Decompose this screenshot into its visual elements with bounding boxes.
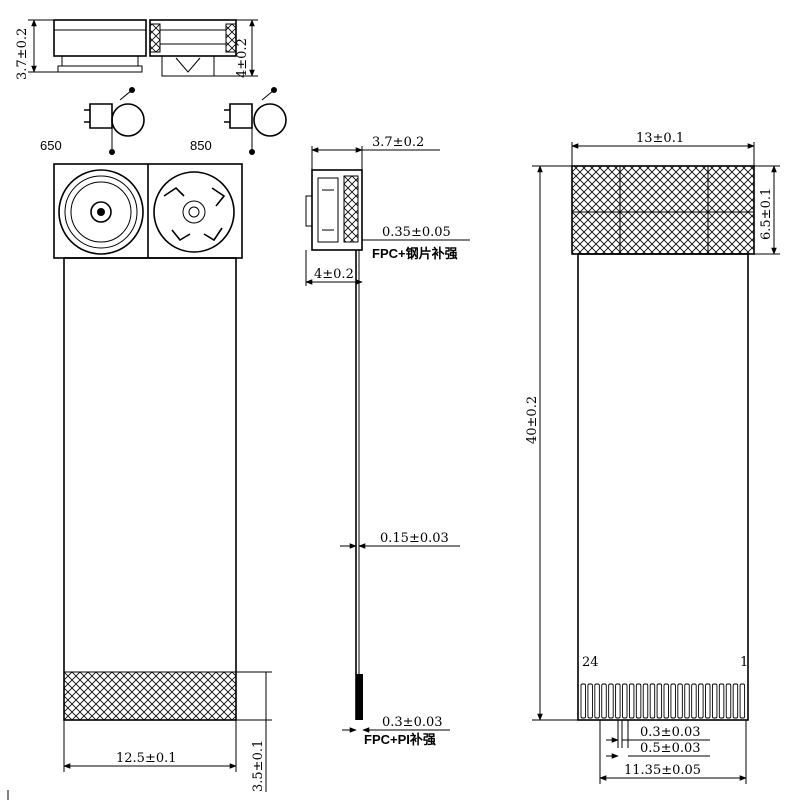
dim-side-fpc: 0.15±0.03 xyxy=(380,531,449,546)
back-gold-fingers xyxy=(580,683,746,719)
gold-finger xyxy=(684,683,690,719)
dim-side-stiffener: 0.35±0.05 xyxy=(382,225,451,240)
lens-650-outer xyxy=(58,169,144,255)
gold-finger xyxy=(691,683,697,719)
top-view-right-body xyxy=(149,19,237,57)
gold-finger xyxy=(628,683,635,719)
dim-side-top: 3.7±0.2 xyxy=(372,135,424,150)
front-view: 12.5±0.1 3.5±0.1 xyxy=(53,163,272,792)
top-view-left-body xyxy=(53,19,147,57)
dim-back-width: 13±0.1 xyxy=(636,131,684,146)
front-fpc-body xyxy=(63,257,237,721)
dim-back-pitch-b: 0.5±0.03 xyxy=(640,741,701,756)
gold-finger xyxy=(739,683,746,719)
gold-finger xyxy=(656,683,663,719)
front-pi-stiffener xyxy=(63,671,237,721)
gold-finger xyxy=(642,683,649,719)
gold-finger xyxy=(718,683,725,719)
dim-front-bottom-height: 3.5±0.1 xyxy=(251,740,266,792)
top-view-left-lens xyxy=(61,55,139,67)
note-side-stiffener: FPC+钢片补强 xyxy=(372,246,458,261)
note-side-pi: FPC+PI补强 xyxy=(364,732,436,747)
gold-finger xyxy=(635,683,642,719)
gold-finger xyxy=(663,683,669,719)
gold-finger xyxy=(705,683,711,719)
dim-side-pi: 0.3±0.03 xyxy=(382,715,443,730)
side-view: 3.7±0.2 0.35±0.05 FPC+钢片补强 4±0.2 0.15±0.… xyxy=(305,135,470,747)
gold-finger xyxy=(698,683,704,719)
gold-finger xyxy=(732,683,739,719)
dim-back-length: 40±0.2 xyxy=(525,396,540,444)
pin-1-label: 1 xyxy=(740,655,748,670)
gold-finger xyxy=(601,683,607,719)
gold-finger xyxy=(677,683,683,719)
orientation-symbol-left xyxy=(84,87,145,155)
dim-top-height-right: 4±0.2 xyxy=(235,38,250,78)
gold-finger xyxy=(587,683,593,719)
back-fpc-body xyxy=(577,253,749,721)
dim-front-width: 12.5±0.1 xyxy=(116,751,177,766)
lens-850-outer xyxy=(153,171,235,253)
dim-top-height-left: 3.7±0.2 xyxy=(15,28,30,80)
top-view: 3.7±0.2 4±0.2 xyxy=(15,19,258,80)
gold-finger xyxy=(649,683,656,719)
back-steel-stiffener xyxy=(571,165,755,255)
side-pi-stiffener xyxy=(356,674,363,720)
back-view: 24 1 13±0.1 6.5±0.1 40±0.2 0.3±0.03 0.5±… xyxy=(525,131,780,784)
side-module-body xyxy=(311,169,363,251)
gold-finger xyxy=(594,683,600,719)
label-650: 650 xyxy=(40,138,62,153)
lens-650-aperture xyxy=(90,201,112,223)
gold-finger xyxy=(615,683,621,719)
dim-back-head: 6.5±0.1 xyxy=(759,188,774,240)
gold-finger xyxy=(725,683,732,719)
gold-finger xyxy=(580,683,586,719)
label-850: 850 xyxy=(190,138,212,153)
dim-back-connector: 11.35±0.05 xyxy=(624,763,701,778)
dim-back-pitch-a: 0.3±0.03 xyxy=(640,725,701,740)
gold-finger xyxy=(608,683,614,719)
gold-finger xyxy=(711,683,718,719)
pin-24-label: 24 xyxy=(582,655,599,670)
dim-side-bottom: 4±0.2 xyxy=(314,267,354,282)
gold-finger xyxy=(622,683,628,719)
orientation-symbol-right xyxy=(224,87,287,155)
gold-finger xyxy=(670,683,676,719)
